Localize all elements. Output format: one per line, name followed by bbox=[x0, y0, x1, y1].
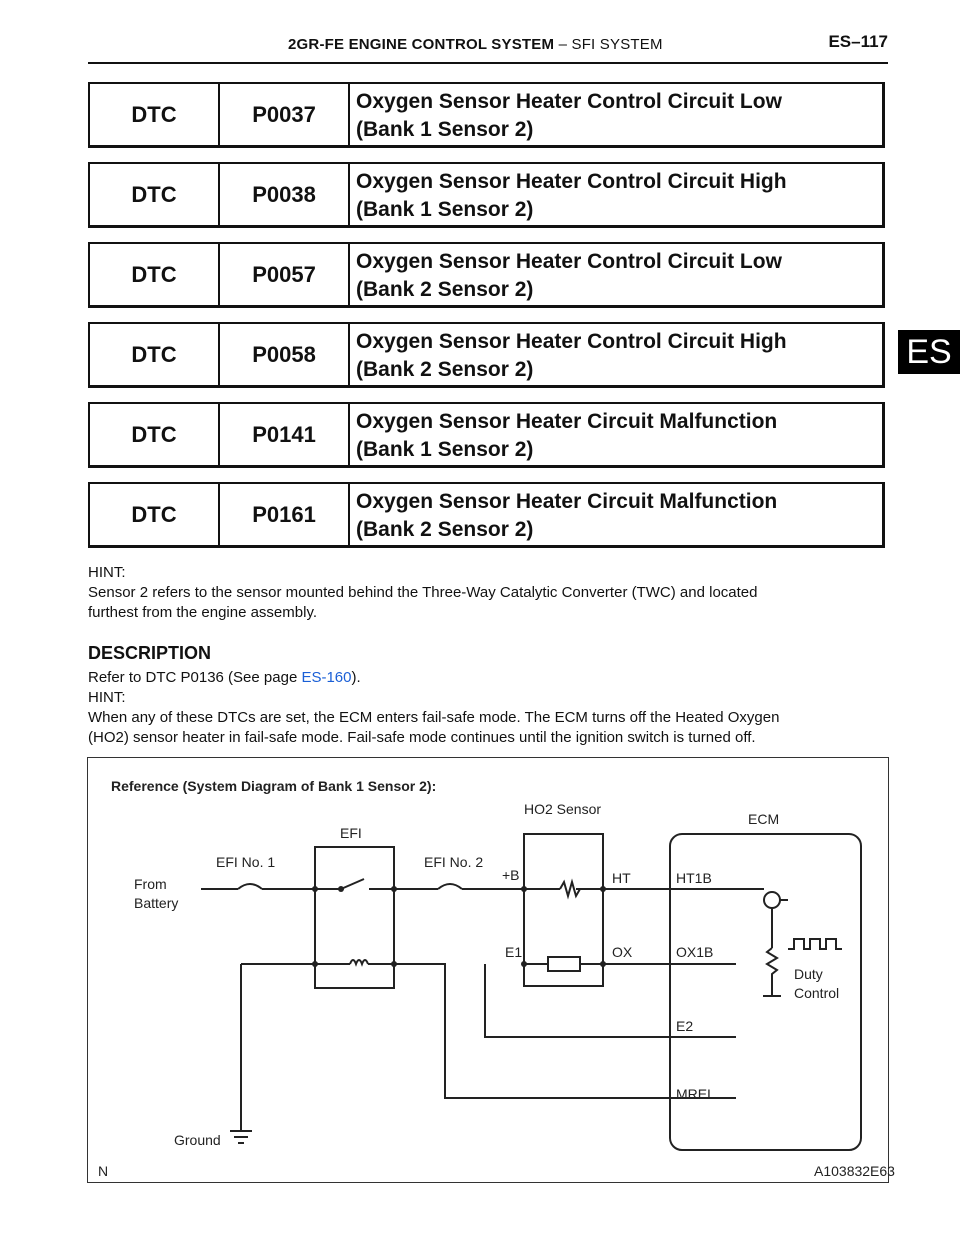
svg-text:OX1B: OX1B bbox=[676, 944, 713, 960]
dtc-code: P0037 bbox=[220, 84, 350, 145]
dtc-row: DTC P0037 Oxygen Sensor Heater Control C… bbox=[88, 82, 885, 148]
page-number: ES–117 bbox=[828, 32, 888, 51]
efi-relay-box bbox=[314, 846, 395, 989]
dtc-title: Oxygen Sensor Heater Control Circuit Low… bbox=[356, 90, 782, 141]
hint-block: HINT: Sensor 2 refers to the sensor moun… bbox=[88, 563, 888, 623]
fuse-efi-no1 bbox=[237, 883, 263, 890]
dtc-code: P0057 bbox=[220, 244, 350, 305]
svg-text:HO2 Sensor: HO2 Sensor bbox=[524, 801, 601, 817]
description-body: Refer to DTC P0136 (See page ES-160). HI… bbox=[88, 668, 888, 748]
svg-text:E1: E1 bbox=[505, 944, 522, 960]
svg-text:E2: E2 bbox=[676, 1018, 693, 1034]
dtc-row: DTC P0141 Oxygen Sensor Heater Circuit M… bbox=[88, 402, 885, 468]
svg-text:Ground: Ground bbox=[174, 1132, 221, 1148]
hint-label: HINT: bbox=[88, 564, 126, 581]
dtc-row: DTC P0058 Oxygen Sensor Heater Control C… bbox=[88, 322, 885, 388]
description-heading: DESCRIPTION bbox=[88, 643, 212, 663]
relay-coil bbox=[349, 959, 369, 967]
diagram-title: Reference (System Diagram of Bank 1 Sens… bbox=[111, 778, 436, 794]
svg-text:Control: Control bbox=[794, 985, 839, 1001]
svg-text:MREL: MREL bbox=[676, 1086, 715, 1102]
dtc-code: P0161 bbox=[220, 484, 350, 545]
svg-text:Battery: Battery bbox=[134, 895, 178, 911]
refer-line: Refer to DTC P0136 (See page ES-160). bbox=[88, 669, 361, 686]
wiring-diagram: Reference (System Diagram of Bank 1 Sens… bbox=[98, 778, 895, 1179]
system-diagram: Reference (System Diagram of Bank 1 Sens… bbox=[87, 757, 895, 1183]
ecm-box bbox=[669, 833, 862, 1151]
svg-text:A103832E63: A103832E63 bbox=[814, 1163, 895, 1179]
dtc-title: Oxygen Sensor Heater Circuit Malfunction… bbox=[356, 490, 778, 541]
svg-text:+B: +B bbox=[502, 867, 520, 883]
dtc-title: Oxygen Sensor Heater Circuit Malfunction… bbox=[356, 410, 778, 461]
dtc-title: Oxygen Sensor Heater Control Circuit Hig… bbox=[356, 170, 787, 221]
svg-text:EFI No. 2: EFI No. 2 bbox=[424, 854, 483, 870]
dtc-code: P0141 bbox=[220, 404, 350, 465]
dtc-code: P0058 bbox=[220, 324, 350, 385]
svg-text:EFI No. 1: EFI No. 1 bbox=[216, 854, 275, 870]
page-header: 2GR-FE ENGINE CONTROL SYSTEM – SFI SYSTE… bbox=[88, 30, 888, 64]
dtc-code: P0038 bbox=[220, 164, 350, 225]
heater-resistor bbox=[559, 878, 581, 900]
header-title: 2GR-FE ENGINE CONTROL SYSTEM – SFI SYSTE… bbox=[288, 36, 663, 53]
fuse-efi-no2 bbox=[437, 883, 463, 890]
page-link[interactable]: ES-160 bbox=[301, 669, 352, 686]
svg-text:From: From bbox=[134, 876, 167, 892]
svg-text:HT1B: HT1B bbox=[676, 870, 712, 886]
svg-text:N: N bbox=[98, 1163, 108, 1179]
sensor-element bbox=[547, 956, 581, 972]
svg-text:ECM: ECM bbox=[748, 811, 779, 827]
svg-text:EFI: EFI bbox=[340, 825, 362, 841]
section-tab-es[interactable]: ES bbox=[898, 330, 960, 374]
dtc-row: DTC P0038 Oxygen Sensor Heater Control C… bbox=[88, 162, 885, 228]
hint-label: HINT: bbox=[88, 689, 126, 706]
dtc-row: DTC P0057 Oxygen Sensor Heater Control C… bbox=[88, 242, 885, 308]
svg-text:HT: HT bbox=[612, 870, 631, 886]
dtc-title: Oxygen Sensor Heater Control Circuit Hig… bbox=[356, 330, 787, 381]
svg-text:Duty: Duty bbox=[794, 966, 823, 982]
svg-text:OX: OX bbox=[612, 944, 633, 960]
dtc-row: DTC P0161 Oxygen Sensor Heater Circuit M… bbox=[88, 482, 885, 548]
dtc-title: Oxygen Sensor Heater Control Circuit Low… bbox=[356, 250, 782, 301]
